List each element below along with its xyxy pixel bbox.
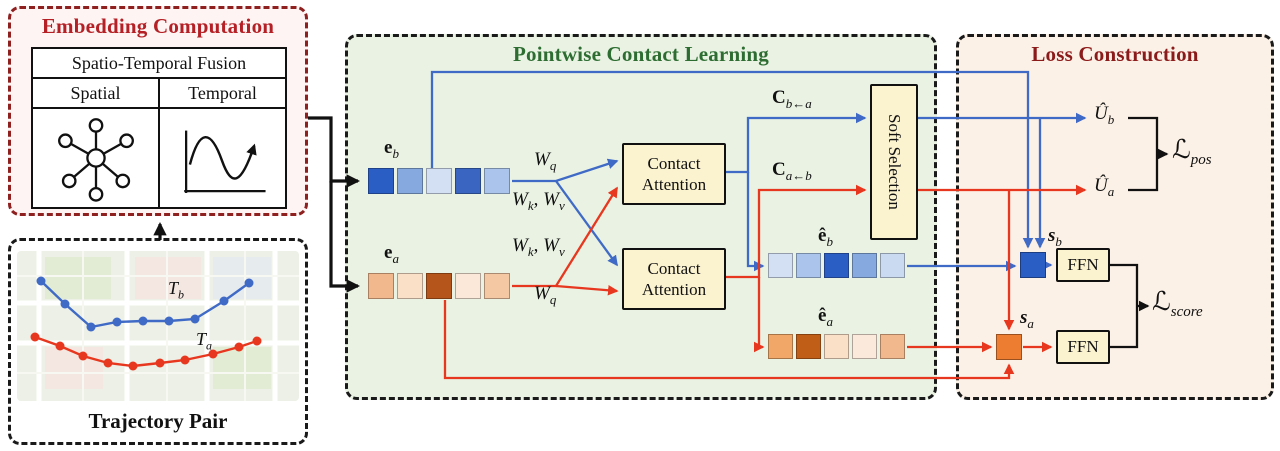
panel-trajectory-pair: Trajectory Pair bbox=[8, 238, 308, 445]
temporal-icon-cell bbox=[160, 109, 285, 207]
label-c-a-from-b: Ca←b bbox=[772, 159, 812, 183]
label-t-a: Ta bbox=[196, 329, 213, 353]
embedding-cell bbox=[455, 273, 481, 299]
fusion-header-label: Spatio-Temporal Fusion bbox=[33, 49, 285, 79]
trajectory-a-path bbox=[34, 335, 258, 368]
trajectory-caption: Trajectory Pair bbox=[88, 409, 228, 433]
embedding-cell bbox=[880, 253, 905, 278]
trajectory-a-points bbox=[30, 332, 262, 371]
embedding-cell bbox=[455, 168, 481, 194]
embedding-cell bbox=[397, 168, 423, 194]
embedding-cell bbox=[852, 334, 877, 359]
embedding-cell bbox=[796, 253, 821, 278]
embedding-row-e-a bbox=[368, 273, 510, 299]
label-w-q-bottom: Wq bbox=[534, 283, 557, 307]
spatial-cell-label: Spatial bbox=[33, 79, 160, 107]
embedding-cell bbox=[397, 273, 423, 299]
label-e-hat-a: êa bbox=[818, 305, 833, 329]
embedding-cell bbox=[824, 253, 849, 278]
trajectory-b-points bbox=[36, 276, 254, 332]
label-s-a: sa bbox=[1020, 307, 1034, 331]
ffn-box-a: FFN bbox=[1056, 330, 1110, 364]
embedding-row-e-hat-a bbox=[768, 334, 905, 359]
contact-attention-box-bottom: Contact Attention bbox=[622, 248, 726, 310]
embedding-cell bbox=[426, 168, 452, 194]
s-a-square bbox=[996, 334, 1022, 360]
embedding-cell bbox=[484, 273, 510, 299]
embedding-row-e-hat-b bbox=[768, 253, 905, 278]
label-u-hat-b: Ûb bbox=[1094, 103, 1115, 127]
fusion-table: Spatio-Temporal Fusion Spatial Temporal bbox=[31, 47, 287, 209]
embedding-cell bbox=[368, 168, 394, 194]
ffn-box-b: FFN bbox=[1056, 248, 1110, 282]
label-e-a: ea bbox=[384, 242, 399, 266]
fusion-icons-row bbox=[33, 109, 285, 207]
label-e-hat-b: êb bbox=[818, 225, 833, 249]
s-b-square bbox=[1020, 252, 1046, 278]
temporal-cell-label: Temporal bbox=[188, 82, 257, 103]
label-t-b: Tb bbox=[168, 278, 185, 302]
label-s-b: sb bbox=[1048, 225, 1062, 249]
panel-embedding-computation: Embedding Computation Spatio-Temporal Fu… bbox=[8, 6, 308, 216]
label-w-q-top: Wq bbox=[534, 149, 557, 173]
spatial-icon-cell bbox=[33, 109, 160, 207]
panel-title-embedding: Embedding Computation bbox=[41, 14, 275, 38]
embedding-cell bbox=[768, 253, 793, 278]
spatial-graph-icon bbox=[57, 118, 134, 202]
panel-title-pcl: Pointwise Contact Learning bbox=[512, 42, 770, 66]
embedding-cell bbox=[824, 334, 849, 359]
embedding-cell bbox=[852, 253, 877, 278]
label-w-kv-top: Wk, Wv bbox=[512, 189, 565, 213]
embedding-row-e-b bbox=[368, 168, 510, 194]
embedding-cell bbox=[880, 334, 905, 359]
label-w-kv-bottom: Wk, Wv bbox=[512, 235, 565, 259]
label-c-b-from-a: Cb←a bbox=[772, 87, 812, 111]
contact-attention-box-top: Contact Attention bbox=[622, 143, 726, 205]
embedding-cell bbox=[768, 334, 793, 359]
label-u-hat-a: Ûa bbox=[1094, 175, 1115, 199]
embedding-cell bbox=[484, 168, 510, 194]
embedding-cell bbox=[796, 334, 821, 359]
label-loss-score: ℒscore bbox=[1152, 287, 1203, 321]
panel-title-loss: Loss Construction bbox=[1031, 42, 1199, 66]
fusion-row: Spatial Temporal bbox=[33, 79, 285, 109]
trajectory-map bbox=[17, 251, 299, 401]
label-e-b: eb bbox=[384, 137, 399, 161]
soft-selection-box: Soft Selection bbox=[870, 84, 918, 240]
embedding-cell bbox=[426, 273, 452, 299]
embedding-cell bbox=[368, 273, 394, 299]
temporal-curve-icon bbox=[183, 130, 266, 193]
label-loss-pos: ℒpos bbox=[1172, 135, 1212, 169]
